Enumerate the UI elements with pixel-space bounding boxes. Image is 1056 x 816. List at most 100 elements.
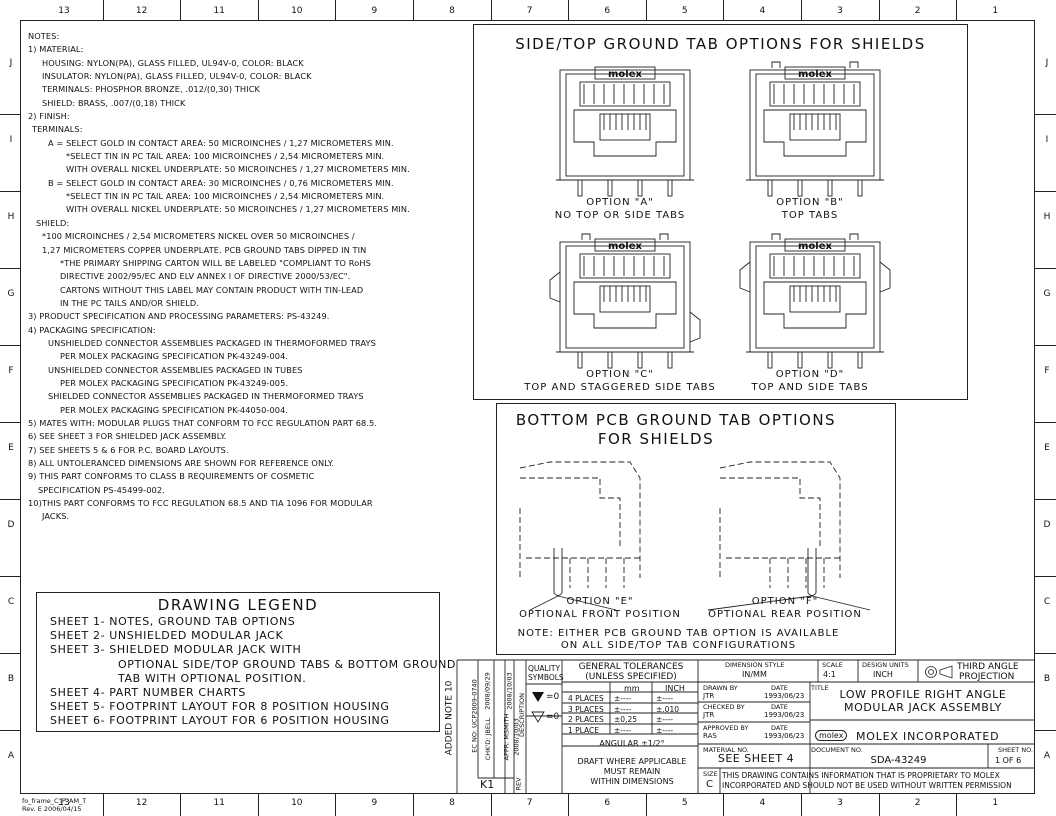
zone-tick [568,794,570,816]
side-top-options-panel [473,24,968,400]
draft-note-line1: DRAFT WHERE APPLICABLE [577,757,687,766]
zone-row-label: B [7,674,15,684]
zone-column-label: 13 [58,6,70,16]
drawn-by-label: DRAWN BY [703,684,738,692]
legend-title: DRAWING LEGEND [157,596,319,614]
design-units-value: INCH [873,670,893,679]
tolerance-inch: ±.010 [656,704,679,714]
zone-row-label: J [1045,58,1049,68]
drawing-legend-box [36,592,440,732]
zone-column-label: 2 [914,798,921,808]
zone-column-label: 12 [135,798,148,808]
zone-tick [956,0,958,20]
zone-tick [568,0,570,20]
side-view-front-tab [519,461,641,611]
note-line: *100 MICROINCHES / 2,54 MICROMETERS NICK… [42,231,355,242]
dim-style-value: IN/MM [742,670,767,679]
note-line: DIRECTIVE 2002/95/EC AND ELV ANNEX I OF … [60,271,351,282]
zone-row-label: E [1044,443,1050,453]
tolerance-unit-inch: INCH [665,684,685,693]
zone-row-label: A [7,751,15,761]
option-f-desc: OPTIONAL REAR POSITION [708,609,862,620]
dim-style-label: DIMENSION STYLE [725,661,785,669]
zone-row-label: I [1045,135,1049,145]
zone-tick [413,794,414,816]
quality-triangle-outline [531,711,545,723]
note-line: JACKS. [42,511,70,522]
note-line: A = SELECT GOLD IN CONTACT AREA: 50 MICR… [48,137,394,148]
side-view-rear-tab [707,461,871,611]
zone-column-label: 1 [992,6,999,16]
jack-option-b: molex [746,61,884,197]
note-line: UNSHIELDED CONNECTOR ASSEMBLIES PACKAGED… [48,364,303,375]
note-line: 10)THIS PART CONFORMS TO FCC REGULATION … [28,498,373,509]
zone-row-label: D [1043,520,1051,530]
size-value: C [706,779,713,790]
zone-tick [413,0,414,20]
note-line: *THE PRIMARY SHIPPING CARTON WILL BE LAB… [60,257,371,268]
note-line: INSULATOR: NYLON(PA), GLASS FILLED, UL94… [42,71,312,82]
tolerance-places: 3 PLACES [568,704,604,714]
zone-row-label: H [7,212,15,222]
frame-rev: Rev. E 2006/04/15 [22,805,82,813]
zone-tick [801,0,802,20]
bottom-options-panel [496,403,896,655]
note-line: TERMINALS: [32,124,83,135]
note-line: NOTES: [28,31,60,41]
approved-by-label: APPROVED BY [703,724,749,732]
zone-tick [1035,114,1056,115]
revision-code: K1 [480,778,495,791]
zone-tick [257,0,259,20]
design-units-label: DESIGN UNITS [862,661,909,669]
zone-tick [102,794,104,816]
proprietary-line1: THIS DRAWING CONTAINS INFORMATION THAT I… [722,771,1000,780]
checked-date-label: DATE [771,703,788,711]
zone-column-label: 5 [681,6,688,16]
scale-label: SCALE [822,661,843,669]
zone-column-label: 10 [291,798,303,808]
note-line: *SELECT TIN IN PC TAIL AREA: 100 MICROIN… [66,151,385,162]
note-line: 3) PRODUCT SPECIFICATION AND PROCESSING … [28,311,330,322]
zone-tick [0,653,20,654]
note-line: SHIELD: BRASS, .007/(0,18) THICK [42,97,186,108]
projection-label: THIRD ANGLE [957,662,1019,672]
zone-row-label: C [7,597,15,607]
zone-row-label: F [8,366,14,376]
zone-column-label: 9 [371,798,378,808]
company-name: MOLEX INCORPORATED [856,730,1000,743]
zone-column-label: 7 [526,6,533,16]
note-line: 5) MATES WITH: MODULAR PLUGS THAT CONFOR… [28,417,378,428]
zone-column-label: 13 [58,798,70,808]
molex-logo: molex [798,69,833,80]
zone-tick [1035,345,1056,346]
zone-tick [102,0,104,20]
drawing-border [20,20,1035,794]
revision-checked: CHK'D: JBELL [484,717,493,761]
zone-column-label: 6 [604,798,611,808]
zone-tick [0,499,20,500]
tolerance-mm: ±0,25 [614,715,637,724]
note-line: UNSHIELDED CONNECTOR ASSEMBLIES PACKAGED… [48,337,376,348]
sheet-number: 1 OF 6 [995,756,1022,765]
legend-row: SHEET 5- FOOTPRINT LAYOUT FOR 8 POSITION… [50,700,390,714]
note-line: 1) MATERIAL: [28,44,84,55]
legend-row: SHEET 3- SHIELDED MODULAR JACK WITH [50,643,302,657]
zone-tick [490,0,492,20]
zone-row-label: A [1043,751,1051,761]
checked-by-value: JTR [703,711,715,719]
zone-tick [878,0,880,20]
molex-logo: molex [608,241,643,252]
document-label: DOCUMENT NO. [811,746,863,754]
option-f-label: OPTION "F" [751,596,819,607]
quality-symbols-label: SYMBOLS [528,673,564,682]
tolerance-mm: ±---- [614,694,632,703]
zone-column-label: 2 [914,6,921,16]
zone-tick [0,730,20,731]
zone-tick [956,794,958,816]
option-c-label: OPTION "C" [586,369,654,380]
note-line: WITH OVERALL NICKEL UNDERPLATE: 50 MICRO… [66,204,410,215]
zone-row-label: D [7,520,15,530]
legend-row: SHEET 1- NOTES, GROUND TAB OPTIONS [50,615,296,628]
option-e-label: OPTION "E" [566,596,634,607]
